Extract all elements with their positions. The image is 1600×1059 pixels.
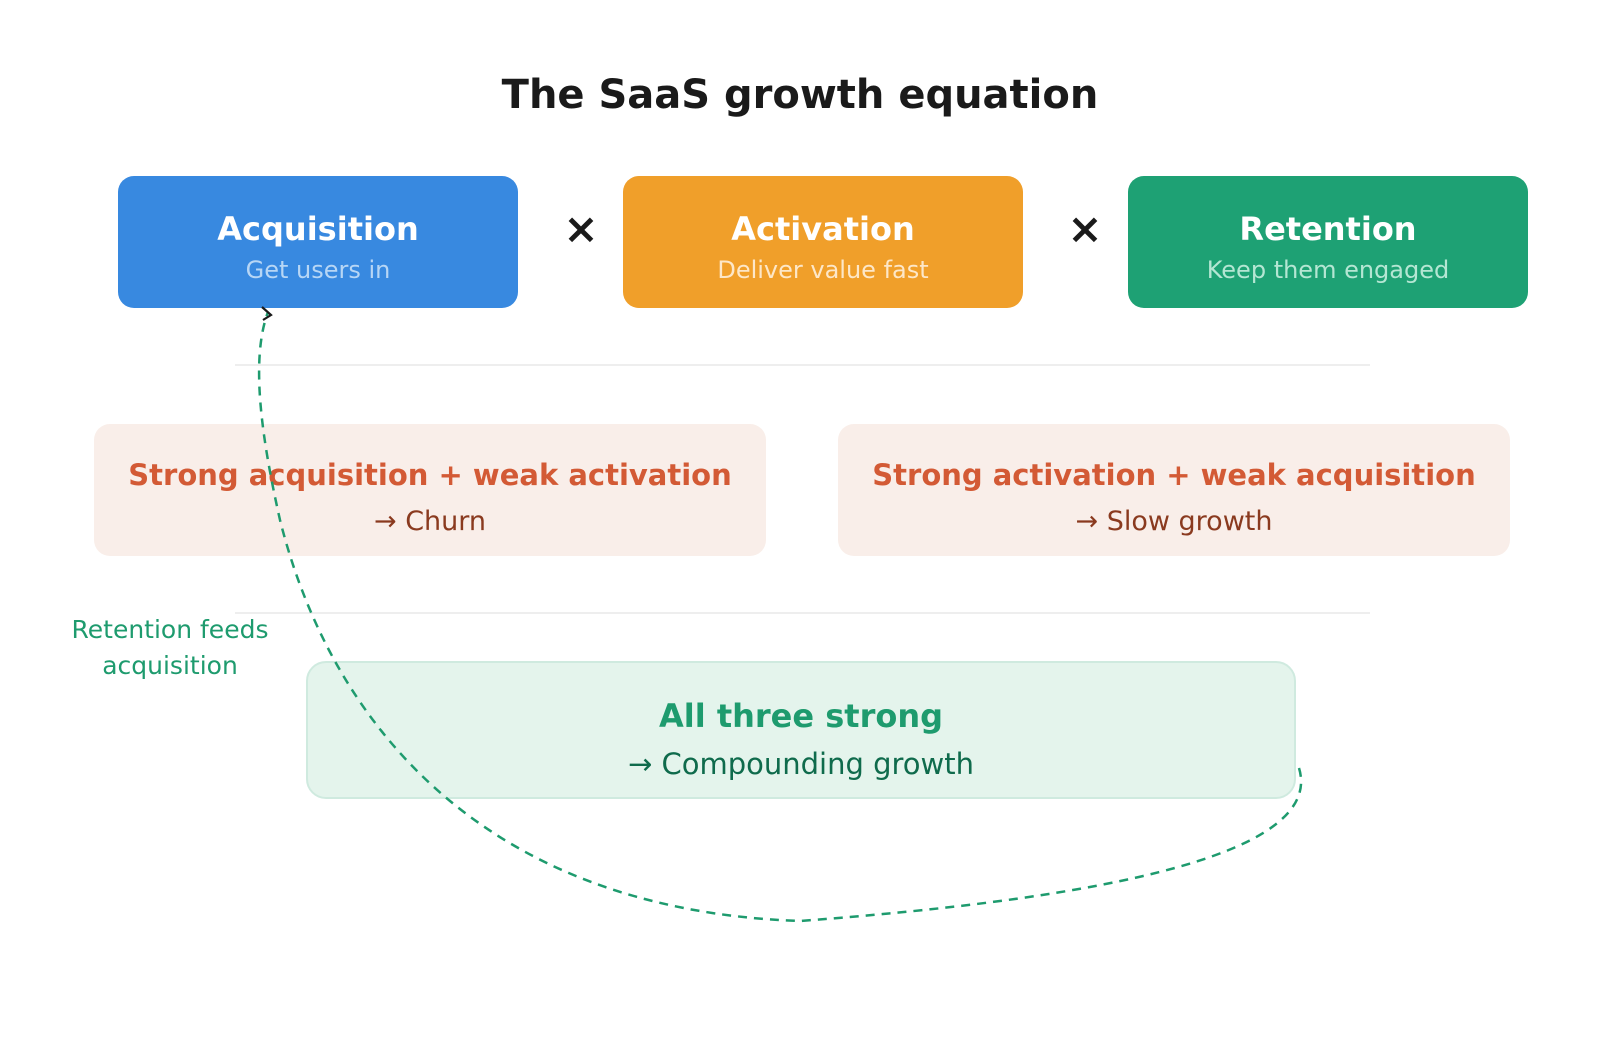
divider-bottom (235, 612, 1370, 614)
acquisition-description: Get users in (245, 256, 391, 284)
outcome-slow-growth-box: Strong activation + weak acquisition → S… (838, 424, 1510, 556)
activation-description: Deliver value fast (717, 256, 929, 284)
retention-description: Keep them engaged (1206, 256, 1450, 284)
diagram-title: The SaaS growth equation (501, 72, 1099, 118)
outcome-churn-box: Strong acquisition + weak activation → C… (94, 424, 766, 556)
retention-title: Retention (1239, 210, 1417, 248)
feedback-loop-path (257, 311, 1303, 923)
multiply-sign-1: × (563, 204, 599, 253)
divider-top (235, 364, 1370, 366)
acquisition-box: Acquisition Get users in (118, 176, 518, 308)
compounding-growth-box: All three strong → Compounding growth (306, 661, 1296, 799)
loop-label: Retention feeds acquisition (50, 612, 290, 684)
retention-box: Retention Keep them engaged (1128, 176, 1528, 308)
activation-title: Activation (731, 210, 915, 248)
loop-label-line-2: acquisition (102, 651, 238, 680)
outcome-slow-growth-title: Strong activation + weak acquisition (872, 458, 1476, 492)
compounding-growth-title: All three strong (658, 697, 944, 735)
loop-label-line-1: Retention feeds (71, 615, 269, 644)
outcome-slow-growth-result: → Slow growth (1075, 506, 1273, 537)
outcome-churn-result: → Churn (373, 506, 487, 537)
multiply-sign-2: × (1067, 204, 1103, 253)
feedback-loop-arrowhead (261, 306, 273, 321)
activation-box: Activation Deliver value fast (623, 176, 1023, 308)
outcome-churn-title: Strong acquisition + weak activation (128, 458, 732, 492)
compounding-growth-result: → Compounding growth (627, 747, 975, 781)
acquisition-title: Acquisition (217, 210, 419, 248)
